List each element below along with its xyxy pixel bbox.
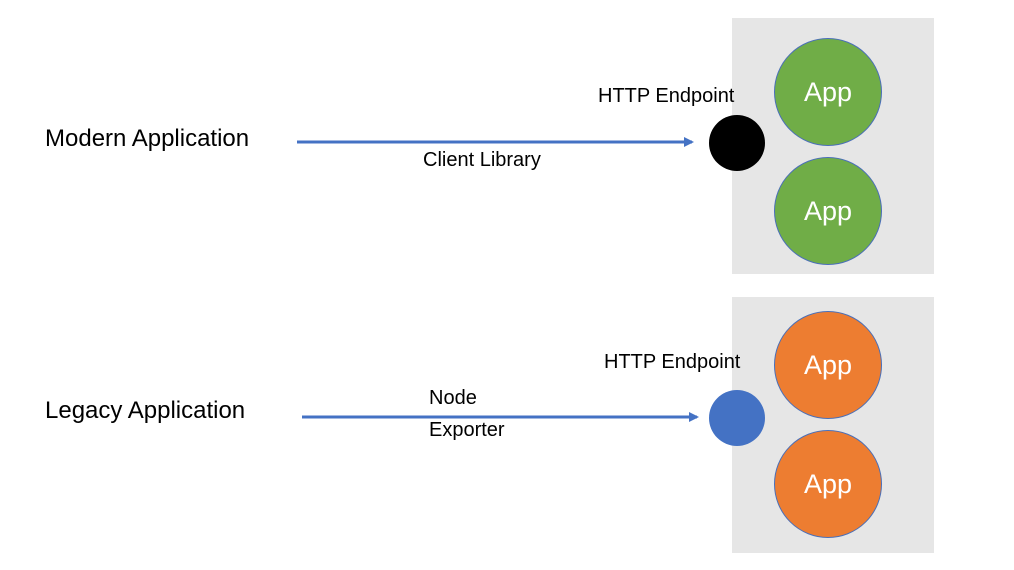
legacy-application-label: Legacy Application <box>45 397 246 424</box>
legacy-http-endpoint-node <box>709 390 765 446</box>
client-library-label: Client Library <box>423 149 541 171</box>
modern-http-endpoint-node <box>709 115 765 171</box>
legacy-app-node-2: App <box>774 430 882 538</box>
legacy-app-node-1: App <box>774 311 882 419</box>
node-exporter-label-line1: Node <box>429 387 477 409</box>
modern-app-label-1: App <box>803 77 853 107</box>
modern-app-node-1: App <box>774 38 882 146</box>
legacy-app-label-2: App <box>803 469 853 499</box>
modern-app-node-2: App <box>774 157 882 265</box>
legacy-http-endpoint-label: HTTP Endpoint <box>604 351 741 373</box>
node-exporter-label-line2: Exporter <box>429 419 505 441</box>
legacy-app-label-1: App <box>803 350 853 380</box>
modern-http-endpoint-label: HTTP Endpoint <box>598 85 735 107</box>
modern-app-label-2: App <box>803 196 853 226</box>
modern-application-label: Modern Application <box>45 125 250 152</box>
